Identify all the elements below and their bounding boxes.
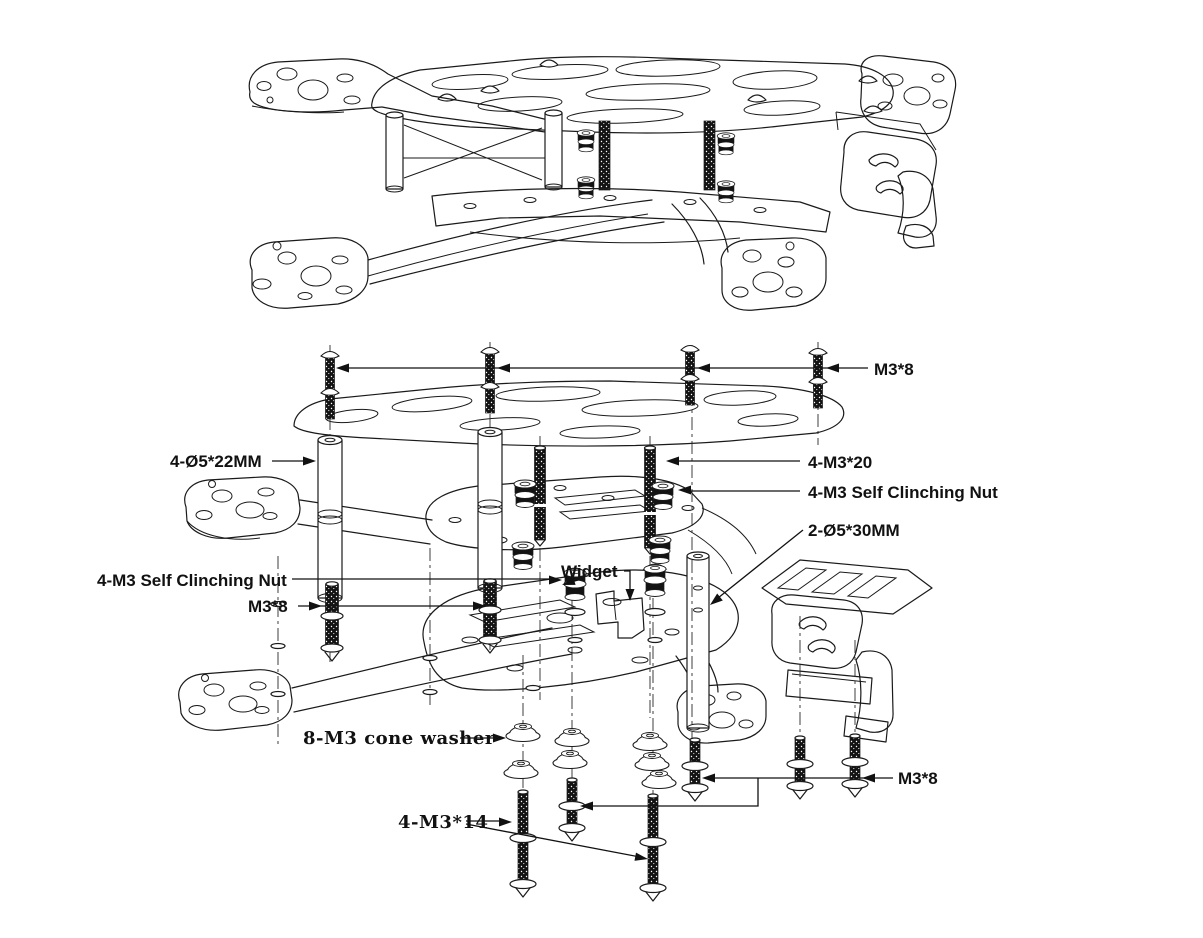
- bottom-screws: [509, 733, 869, 902]
- label-mid-screws: M3*8: [248, 597, 288, 616]
- standoffs-22mm: [317, 426, 503, 603]
- cone-washers: [503, 722, 677, 790]
- assembled-front-right-arm: [860, 55, 957, 135]
- top-screws-m3x8: [320, 344, 828, 420]
- standoff-30mm: [686, 551, 710, 733]
- label-standoffs-30mm: 2-Ø5*30MM: [808, 521, 900, 540]
- widget-parts: [563, 563, 667, 639]
- assembled-frame-view: [248, 55, 957, 311]
- label-bottom-long-screws: 4-M3*14: [398, 812, 488, 833]
- label-self-clinching-nut-right: 4-M3 Self Clinching Nut: [808, 483, 998, 502]
- label-screws-m3x20: 4-M3*20: [808, 453, 872, 472]
- assembled-rear-camera-mount: [835, 111, 937, 249]
- exploded-view: M3*8 4-Ø5*22MM 4-M3*20 4-M3 Self Clinchi…: [97, 342, 998, 902]
- label-self-clinching-nut-left: 4-M3 Self Clinching Nut: [97, 571, 287, 590]
- assembled-front-left-arm: [248, 58, 553, 134]
- exploded-top-plate: [293, 380, 845, 447]
- assembled-rear-left-arm: [249, 199, 665, 309]
- exploded-rear-camera-mount: [761, 559, 933, 743]
- mid-screws-m3x8: [320, 578, 502, 662]
- flat-washers: [270, 600, 666, 698]
- label-cone-washers: 8-M3 cone washer: [303, 728, 495, 749]
- label-top-screws: M3*8: [874, 360, 914, 379]
- exploded-bottom-plate: [178, 569, 767, 744]
- part-labels: M3*8 4-Ø5*22MM 4-M3*20 4-M3 Self Clinchi…: [97, 360, 998, 833]
- label-standoffs-22mm: 4-Ø5*22MM: [170, 452, 262, 471]
- assembled-mid-cage: [385, 109, 831, 244]
- label-widget: Widget: [561, 562, 618, 581]
- label-bottom-right-screws: M3*8: [898, 769, 938, 788]
- leader-lines: [272, 363, 893, 861]
- assembled-rear-right-arm: [671, 197, 827, 311]
- assembled-top-plate: [371, 56, 894, 134]
- dome-screw-heads: [437, 59, 883, 114]
